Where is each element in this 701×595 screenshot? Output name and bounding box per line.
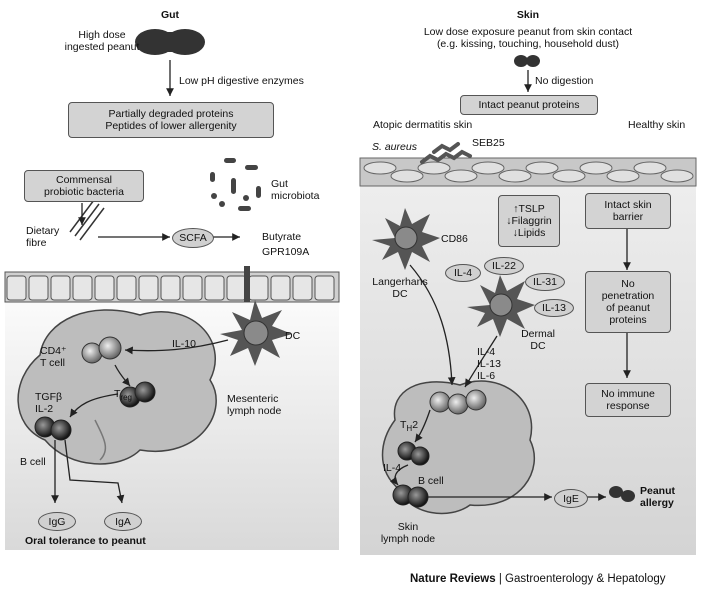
th2-cells bbox=[397, 441, 430, 466]
epithelial-cell bbox=[248, 275, 269, 301]
keratinocyte-cell bbox=[444, 169, 478, 183]
skin-cytokines-label: IL-4 IL-13 IL-6 bbox=[477, 346, 501, 382]
dc-gut-cell bbox=[220, 266, 292, 366]
il4-oval: IL-4 bbox=[445, 264, 481, 282]
keratinocyte-cell bbox=[363, 161, 397, 175]
scfa-oval: SCFA bbox=[172, 228, 214, 248]
il13-oval: IL-13 bbox=[534, 299, 574, 317]
journal-credit: Nature Reviews | Gastroenterology & Hepa… bbox=[410, 573, 666, 585]
epithelial-cell bbox=[160, 275, 181, 301]
b-cells-gut bbox=[34, 416, 72, 441]
skin-arrows bbox=[389, 70, 631, 501]
epithelial-cell bbox=[6, 275, 27, 301]
no-immune-box: No immune response bbox=[585, 383, 671, 417]
skin-title: Skin bbox=[516, 9, 540, 21]
dietary-fibre-label: Dietary fibre bbox=[26, 225, 60, 249]
saureus-label: S. aureus bbox=[372, 141, 417, 153]
igg-oval: IgG bbox=[38, 512, 76, 531]
treg-label: Treg bbox=[114, 388, 132, 403]
epithelial-cell bbox=[204, 275, 225, 301]
keratinocyte-cell bbox=[579, 161, 613, 175]
peanut-icon-allergy bbox=[609, 486, 635, 502]
intact-proteins-box: Intact peanut proteins bbox=[460, 95, 598, 115]
il22-oval: IL-22 bbox=[484, 257, 524, 275]
commensal-bacteria-box: Commensal probiotic bacteria bbox=[24, 170, 144, 202]
intact-barrier-box: Intact skin barrier bbox=[585, 193, 671, 229]
gut-arrows bbox=[51, 60, 240, 504]
ingested-peanut-label: High dose ingested peanut bbox=[64, 29, 140, 53]
b-cell-skin-label: B cell bbox=[418, 475, 444, 487]
b-cell-gut-label: B cell bbox=[20, 456, 46, 468]
skin-exposure-label: Low dose exposure peanut from skin conta… bbox=[423, 26, 633, 50]
epithelial-cell bbox=[138, 275, 159, 301]
mesenteric-label: Mesenteric lymph node bbox=[227, 393, 282, 417]
dc-gut-label: DC bbox=[285, 330, 301, 342]
tgfb-label: TGFβ IL-2 bbox=[35, 391, 63, 415]
epithelial-cell bbox=[182, 275, 203, 301]
healthy-skin-label: Healthy skin bbox=[628, 119, 686, 131]
no-penetration-box: No penetration of peanut proteins bbox=[585, 271, 671, 333]
oral-tolerance-label: Oral tolerance to peanut bbox=[25, 535, 146, 547]
tslp-box: ↑TSLP ↓Filaggrin ↓Lipids bbox=[498, 195, 560, 247]
keratinocyte-cell bbox=[552, 169, 586, 183]
th2-label: TH2 bbox=[400, 419, 419, 434]
epithelial-cell bbox=[116, 275, 137, 301]
peanut-icon-skin bbox=[514, 55, 540, 67]
skin-layer bbox=[359, 157, 697, 187]
epithelial-cell bbox=[94, 275, 115, 301]
skin-lymph-node-label: Skin lymph node bbox=[380, 521, 436, 545]
seb25-label: SEB25 bbox=[472, 137, 505, 149]
gut-microbiota-label: Gut microbiota bbox=[271, 178, 320, 202]
epithelial-cell bbox=[292, 275, 313, 301]
skin-t-cells bbox=[429, 389, 487, 415]
langerhans-dc-cell bbox=[372, 208, 440, 270]
ige-oval: IgE bbox=[554, 489, 588, 508]
keratinocyte-cell bbox=[660, 169, 694, 183]
keratinocyte-cell bbox=[417, 161, 451, 175]
peanut-allergy-label: Peanut allergy bbox=[640, 485, 676, 509]
gut-epithelium bbox=[4, 271, 340, 303]
dermal-dc-label: Dermal DC bbox=[521, 328, 555, 352]
atopic-skin-label: Atopic dermatitis skin bbox=[373, 119, 473, 131]
butyrate-label: Butyrate bbox=[262, 231, 302, 243]
saureus-icon bbox=[420, 142, 472, 164]
epithelial-cell bbox=[270, 275, 291, 301]
no-digestion-label: No digestion bbox=[535, 75, 594, 87]
langerhans-label: Langerhans DC bbox=[372, 276, 428, 300]
il31-oval: IL-31 bbox=[525, 273, 565, 291]
b-cells-skin bbox=[392, 484, 429, 508]
epithelial-cell bbox=[50, 275, 71, 301]
keratinocyte-cell bbox=[471, 161, 505, 175]
dietary-fibre-icon bbox=[69, 199, 105, 241]
keratinocyte-cell bbox=[390, 169, 424, 183]
gpr109a-label: GPR109A bbox=[262, 246, 310, 258]
epithelial-cell bbox=[28, 275, 49, 301]
il4-skin-label: IL-4 bbox=[383, 462, 402, 474]
peanut-icon-gut bbox=[135, 29, 205, 55]
iga-oval: IgA bbox=[104, 512, 142, 531]
microbiota-icon bbox=[210, 158, 261, 211]
keratinocyte-cell bbox=[606, 169, 640, 183]
cd86-label: CD86 bbox=[441, 233, 468, 245]
degraded-proteins-box: Partially degraded proteins Peptides of … bbox=[68, 102, 274, 138]
keratinocyte-cell bbox=[633, 161, 667, 175]
keratinocyte-cell bbox=[498, 169, 532, 183]
treg-cells bbox=[119, 381, 156, 408]
keratinocyte-cell bbox=[525, 161, 559, 175]
dermal-dc-cell bbox=[467, 275, 535, 337]
epithelial-cell bbox=[72, 275, 93, 301]
epithelial-cell bbox=[226, 275, 247, 301]
epithelial-cell bbox=[314, 275, 335, 301]
il10-label: IL-10 bbox=[172, 338, 196, 350]
enzymes-label: Low pH digestive enzymes bbox=[179, 75, 304, 87]
cd4-t-cells bbox=[81, 336, 122, 364]
cd4-label: CD4⁺ T cell bbox=[40, 345, 67, 369]
gut-title: Gut bbox=[160, 9, 180, 21]
